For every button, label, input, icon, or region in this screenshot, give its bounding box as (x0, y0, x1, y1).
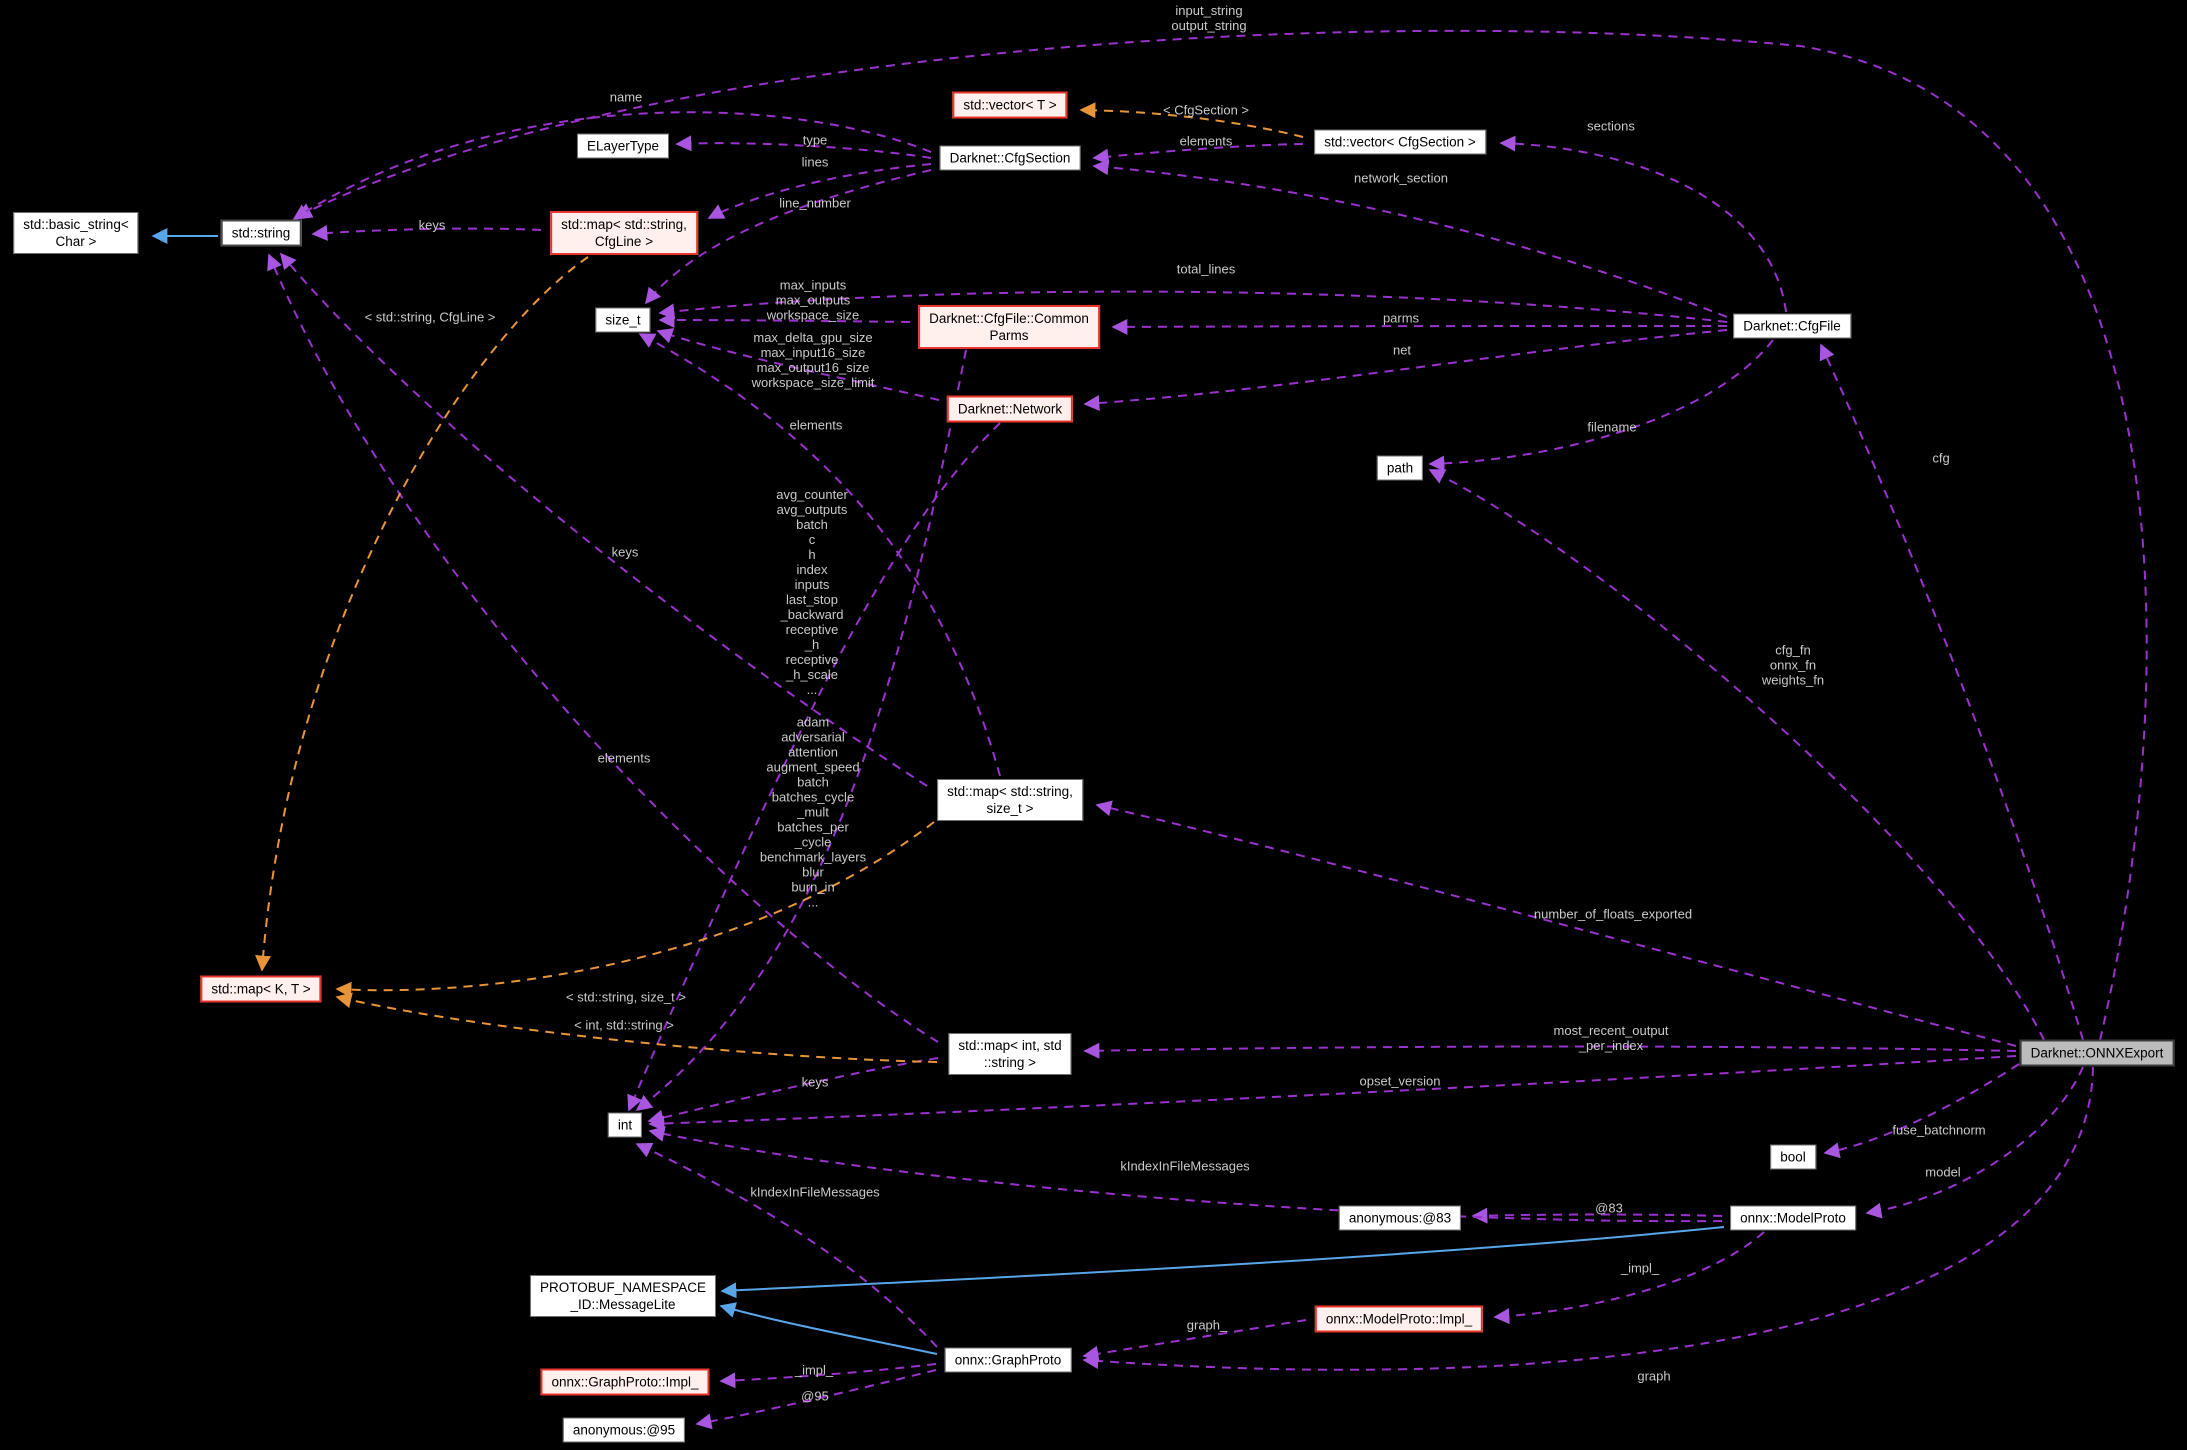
edge-label-graph-underscore: graph_ (1186, 1317, 1228, 1333)
node-darknet-cfgsection[interactable]: Darknet::CfgSection (939, 145, 1081, 171)
edge-label-total-lines: total_lines (1176, 261, 1236, 277)
edge-label-template-string-sizet: < std::string, size_t > (566, 989, 686, 1005)
node-map-k-t[interactable]: std::map< K, T > (200, 975, 322, 1003)
node-elayertype[interactable]: ELayerType (576, 133, 670, 159)
edge-label-keys-top: keys (418, 217, 446, 233)
node-path[interactable]: path (1376, 455, 1424, 481)
edge-label-kindex-left: kIndexInFileMessages (750, 1184, 880, 1200)
edge-label-template-string-cfgline: < std::string, CfgLine > (364, 309, 496, 325)
node-map-string-cfgline[interactable]: std::map< std::string, CfgLine > (550, 211, 698, 255)
edge-label-kindex-right: kIndexInFileMessages (1120, 1158, 1250, 1174)
edge-label-most-recent-output: most_recent_output _per_index (1553, 1023, 1669, 1053)
node-darknet-onnxexport[interactable]: Darknet::ONNXExport (2019, 1039, 2175, 1067)
edge-label-adam-group: adam adversarial attention augment_speed… (759, 714, 867, 910)
edge-label-network-section: network_section (1354, 170, 1448, 186)
node-std-vector-cfgsection[interactable]: std::vector< CfgSection > (1314, 129, 1486, 155)
node-map-int-string[interactable]: std::map< int, std ::string > (948, 1033, 1072, 1075)
edge-label-elements-mid: elements (789, 417, 843, 433)
edge-label-sections: sections (1587, 118, 1635, 134)
edge-label-impl-top: _impl_ (1620, 1260, 1660, 1276)
edge-label-type: type (802, 132, 828, 148)
edge-label-name: name (609, 89, 643, 105)
node-darknet-cfgfile[interactable]: Darknet::CfgFile (1733, 313, 1851, 339)
node-map-string-sizet[interactable]: std::map< std::string, size_t > (937, 779, 1083, 821)
edge-label-input-output-string: input_string output_string (1171, 3, 1247, 33)
node-messagelite[interactable]: PROTOBUF_NAMESPACE _ID::MessageLite (529, 1275, 717, 1317)
edge-label-template-cfgsection: < CfgSection > (1163, 102, 1249, 118)
edge-label-net: net (1392, 342, 1412, 358)
node-onnx-modelproto[interactable]: onnx::ModelProto (1730, 1205, 1856, 1231)
node-cfgfile-commonparms[interactable]: Darknet::CfgFile::Common Parms (918, 305, 1100, 349)
edge-label-number-of-floats: number_of_floats_exported (1533, 906, 1693, 922)
edge-label-filename: filename (1587, 419, 1637, 435)
edge-label-avg-group: avg_counter avg_outputs batch c h index … (776, 487, 848, 697)
edge-label-cfg-fn-group: cfg_fn onnx_fn weights_fn (1761, 642, 1825, 688)
node-graphproto-impl[interactable]: onnx::GraphProto::Impl_ (540, 1368, 710, 1396)
edge-label-keys-mid: keys (611, 544, 639, 560)
edge-label-elements-top: elements (1179, 133, 1233, 149)
edge-label-model: model (1925, 1164, 1961, 1180)
node-std-basic-string[interactable]: std::basic_string< Char > (13, 212, 139, 254)
node-std-vector-t[interactable]: std::vector< T > (952, 91, 1068, 119)
edge-label-impl-bottom: _impl_ (794, 1362, 834, 1378)
node-bool[interactable]: bool (1770, 1144, 1816, 1170)
node-anonymous-83[interactable]: anonymous:@83 (1338, 1205, 1462, 1231)
edge-label-fuse-batchnorm: fuse_batchnorm (1892, 1122, 1986, 1138)
edge-label-at95: @95 (801, 1388, 829, 1404)
node-size-t[interactable]: size_t (595, 307, 651, 333)
edge-label-max-delta-group: max_delta_gpu_size max_input16_size max_… (751, 330, 875, 390)
node-darknet-network[interactable]: Darknet::Network (946, 395, 1074, 423)
edge-label-max-inputs-group: max_inputs max_outputs workspace_size (766, 277, 860, 323)
edge-label-cfg: cfg (1932, 450, 1950, 466)
node-modelproto-impl[interactable]: onnx::ModelProto::Impl_ (1314, 1305, 1484, 1333)
edge-label-elements-low: elements (597, 750, 651, 766)
node-onnx-graphproto[interactable]: onnx::GraphProto (944, 1347, 1072, 1373)
node-anonymous-95[interactable]: anonymous:@95 (562, 1417, 686, 1443)
edge-label-at83: @83 (1595, 1200, 1623, 1216)
edge-label-parms: parms (1382, 310, 1420, 326)
edge-label-graph: graph (1637, 1368, 1671, 1384)
edge-label-keys-low: keys (801, 1074, 829, 1090)
edge-label-template-int-string: < int, std::string > (574, 1017, 674, 1033)
node-int[interactable]: int (607, 1112, 643, 1138)
edge-label-opset-version: opset_version (1359, 1073, 1441, 1089)
node-std-string[interactable]: std::string (220, 219, 302, 247)
edge-label-line-number: line_number (779, 195, 851, 211)
edge-label-lines: lines (801, 154, 829, 170)
